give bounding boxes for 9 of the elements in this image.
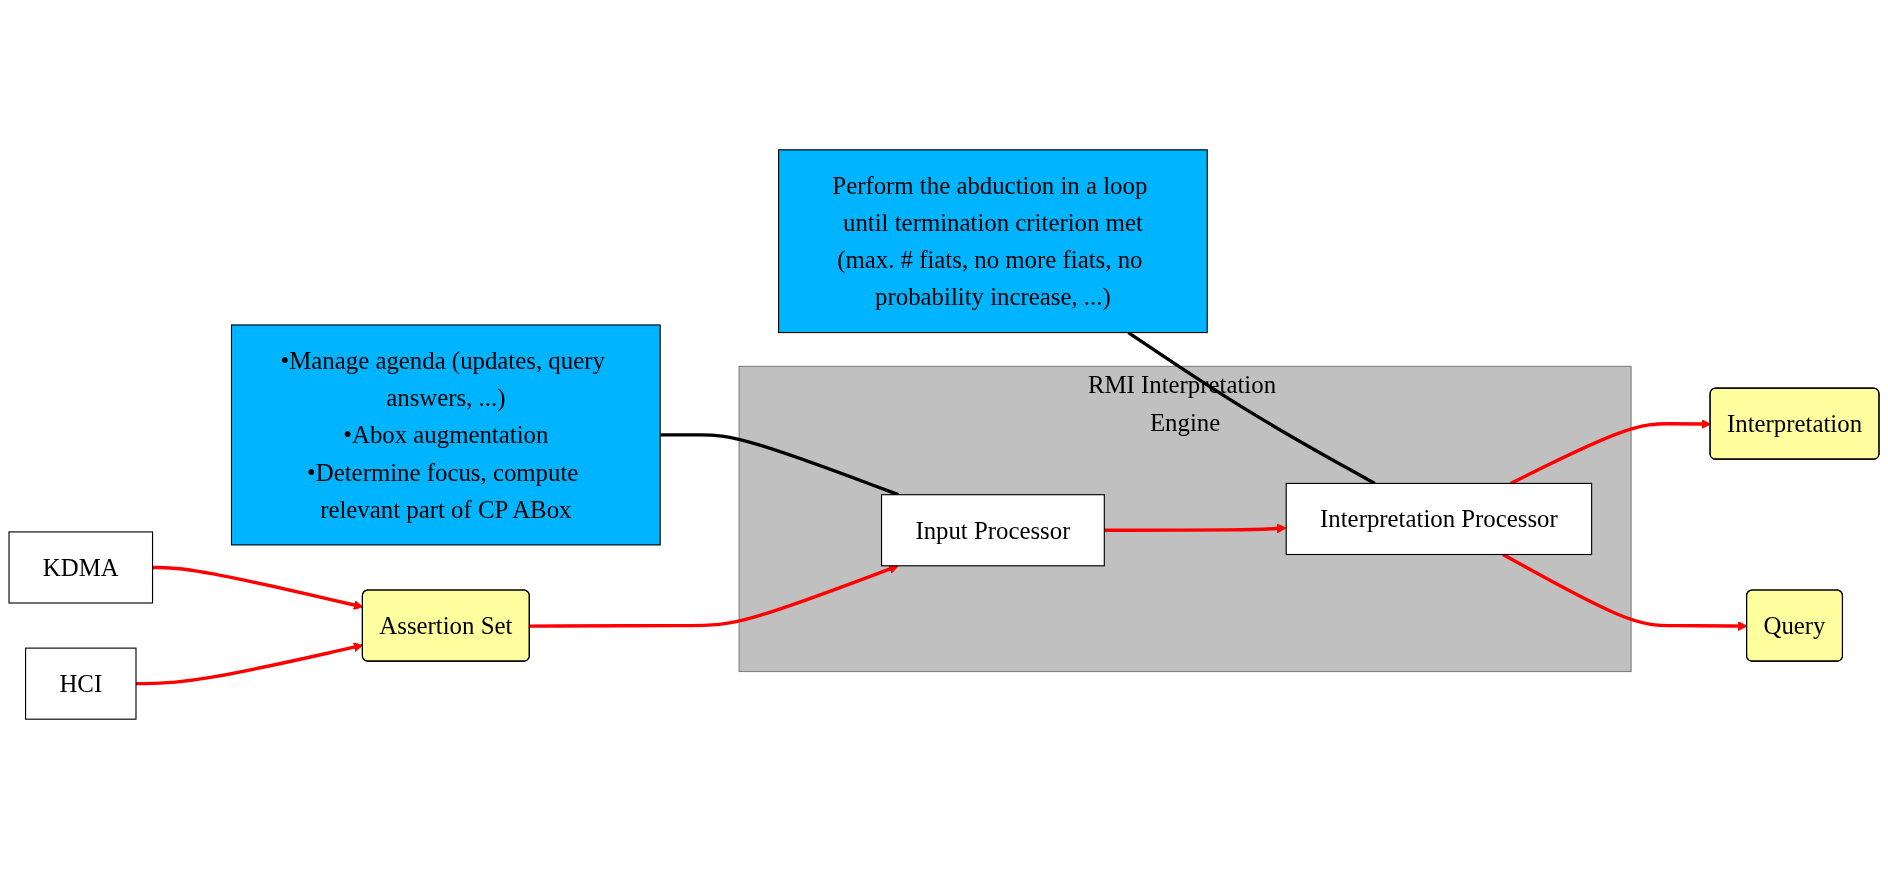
node-box: Input Processor xyxy=(880,494,1105,567)
connector xyxy=(1127,331,1376,485)
node-box: Interpretation Processor xyxy=(1285,482,1593,556)
arrow xyxy=(529,564,899,628)
node-box: •Manage agenda (updates, query answers, ...) •Abox augmentation •Determine focus, compute relevant part of CP ABox xyxy=(230,324,661,546)
node-box: Perform the abduction in a loop until termination criterion met (max. # fiats, no more fiats, no probability increase, ...) xyxy=(778,149,1208,334)
node-box: HCI xyxy=(25,647,137,720)
node-box: KDMA xyxy=(8,531,154,604)
arrow xyxy=(1104,523,1287,534)
